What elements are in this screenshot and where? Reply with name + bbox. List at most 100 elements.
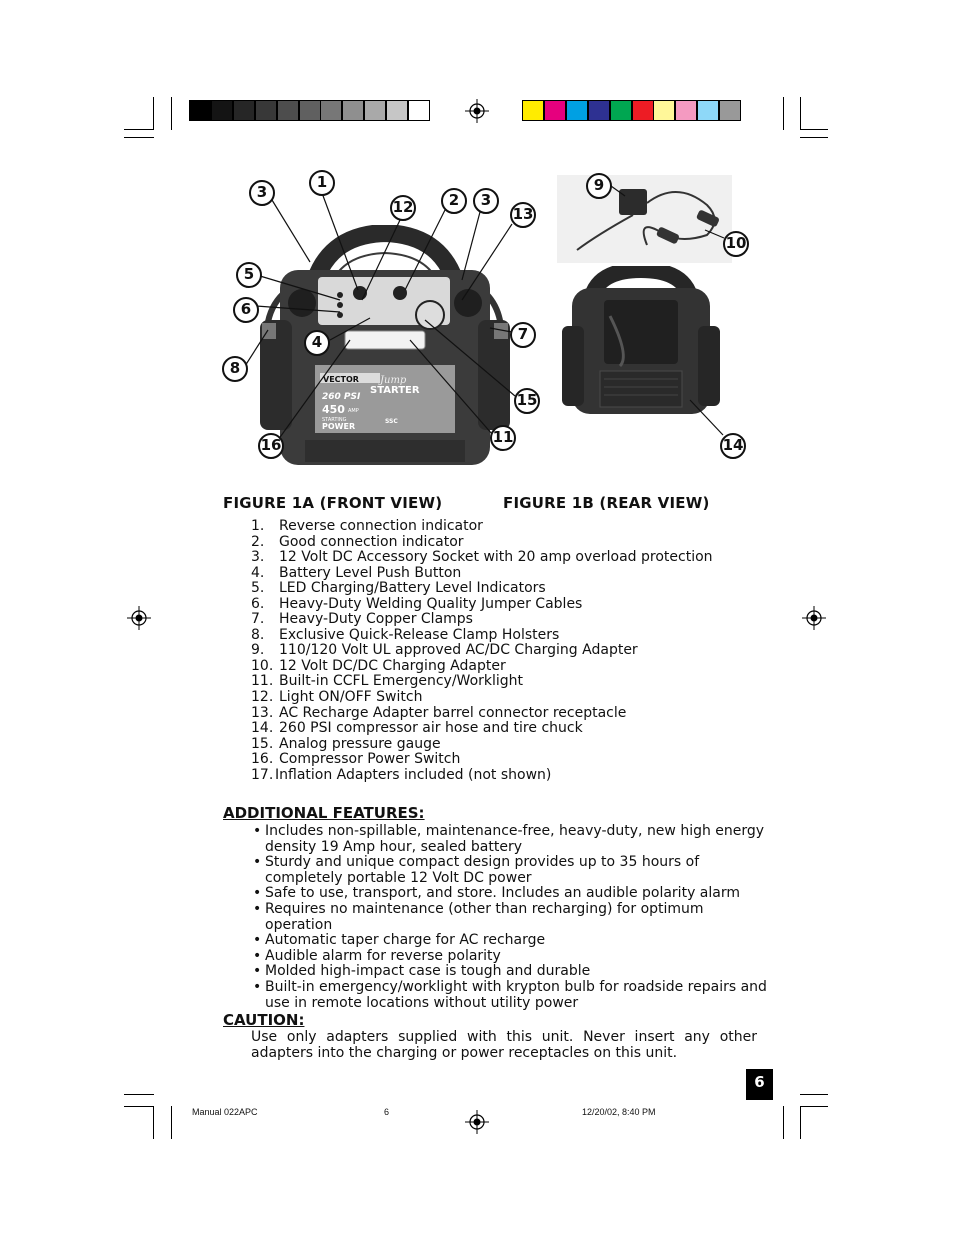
feature-item: Sturdy and unique compact design provide… — [251, 854, 771, 886]
page-number: 6 — [746, 1069, 773, 1100]
list-item: 11. Built-in CCFL Emergency/Worklight — [251, 674, 713, 690]
label-power: POWER — [322, 422, 355, 431]
list-item-text: 12 Volt DC/DC Charging Adapter — [279, 657, 506, 674]
label-amp: 450 — [322, 403, 345, 416]
list-item-text: Light ON/OFF Switch — [279, 689, 423, 706]
crop-mark — [124, 1106, 154, 1107]
list-item: 6. Heavy-Duty Welding Quality Jumper Cabl… — [251, 595, 713, 613]
list-item-text: Battery Level Push Button — [279, 564, 462, 581]
gray-swatch — [342, 100, 365, 121]
process-color-swatch — [653, 100, 676, 121]
callout-4: 4 — [304, 330, 330, 356]
list-item: 17.Inflation Adapters included (not show… — [251, 767, 713, 784]
gray-swatch — [210, 100, 233, 121]
feature-item: Audible alarm for reverse polarity — [251, 948, 771, 965]
process-color-swatch — [631, 100, 654, 121]
list-item: 1. Reverse connection indicator — [251, 518, 713, 535]
callout-15: 15 — [514, 388, 540, 414]
front-view-jump-starter-image: VECTOR Jump STARTER 260 PSI 450 AMP STAR… — [260, 225, 510, 465]
crop-mark — [153, 1106, 154, 1139]
crop-mark — [800, 1106, 828, 1107]
list-item: 10. 12 Volt DC/DC Charging Adapter — [251, 657, 713, 675]
crop-mark — [783, 1106, 784, 1139]
list-item: 9.110/120 Volt UL approved AC/DC Chargin… — [251, 643, 713, 659]
callout-2: 2 — [441, 188, 467, 214]
caution-heading: CAUTION: — [223, 1011, 305, 1029]
list-item-text: Heavy-Duty Welding Quality Jumper Cables — [279, 595, 583, 612]
list-item-number: 7. — [251, 611, 265, 628]
crop-mark — [124, 1094, 154, 1095]
list-item: 8. Exclusive Quick-Release Clamp Holsters — [251, 626, 713, 644]
callout-11: 11 — [490, 425, 516, 451]
crop-mark — [171, 1106, 172, 1139]
gray-swatch — [189, 100, 211, 121]
list-item-number: 8. — [251, 626, 265, 643]
registration-mark-icon — [127, 606, 151, 630]
rear-view-jump-starter-image — [562, 266, 720, 414]
list-item-text: 12 Volt DC Accessory Socket with 20 amp … — [279, 549, 713, 566]
gray-swatch — [298, 100, 321, 121]
callout-3-right: 3 — [473, 188, 499, 214]
list-item-text: Compressor Power Switch — [279, 751, 461, 768]
list-item-text: Reverse connection indicator — [279, 518, 483, 534]
gray-swatch — [386, 100, 409, 121]
list-item-number: 2. — [251, 533, 265, 550]
additional-features-heading: ADDITIONAL FEATURES: — [223, 804, 425, 822]
list-item: 2.Good connection indicator — [251, 533, 713, 551]
callout-7: 7 — [510, 322, 536, 348]
gray-swatch — [364, 100, 387, 121]
process-color-swatch — [543, 100, 566, 121]
list-item-text: 260 PSI compressor air hose and tire chu… — [279, 720, 583, 737]
crop-mark — [800, 137, 828, 138]
list-item: 4. Battery Level Push Button — [251, 564, 713, 582]
label-starting: STARTING — [322, 417, 347, 423]
feature-item: Safe to use, transport, and store. Inclu… — [251, 886, 771, 902]
list-item-number: 15. — [251, 735, 274, 752]
callout-10: 10 — [723, 231, 749, 257]
footer-file-name: Manual 022APC — [192, 1107, 258, 1117]
registration-mark-icon — [465, 1110, 489, 1134]
list-item-number: 6. — [251, 595, 265, 612]
process-color-swatch — [609, 100, 632, 121]
callout-leader-lines — [244, 185, 725, 441]
process-color-swatch — [522, 100, 544, 121]
callout-14: 14 — [720, 433, 746, 459]
list-item-text: AC Recharge Adapter barrel connector rec… — [279, 704, 627, 721]
footer-datetime: 12/20/02, 8:40 PM — [582, 1107, 656, 1117]
list-item-number: 13. — [251, 704, 274, 721]
list-item-number: 4. — [251, 564, 265, 581]
list-item-number: 10. — [251, 657, 274, 674]
process-color-swatch — [697, 100, 720, 121]
callout-13: 13 — [510, 202, 536, 228]
callout-3-left: 3 — [249, 180, 275, 206]
crop-mark — [124, 137, 154, 138]
label-ssc: SSC — [385, 418, 398, 425]
gray-swatch — [276, 100, 299, 121]
list-item-text: Analog pressure gauge — [279, 735, 441, 752]
callout-5: 5 — [236, 262, 262, 288]
feature-item: Automatic taper charge for AC recharge — [251, 933, 771, 949]
feature-item: Built-in emergency/worklight with krypto… — [251, 979, 771, 1011]
callout-8: 8 — [222, 356, 248, 382]
feature-item: Requires no maintenance (other than rech… — [251, 901, 771, 933]
callout-1: 1 — [309, 170, 335, 196]
list-item: 16.Compressor Power Switch — [251, 751, 713, 768]
list-item: 12.Light ON/OFF Switch — [251, 689, 713, 706]
feature-item: Includes non-spillable, maintenance-free… — [251, 823, 771, 855]
figure-1a-title: FIGURE 1A (FRONT VIEW) — [223, 494, 443, 512]
callout-16: 16 — [258, 433, 284, 459]
crop-mark — [783, 97, 784, 130]
list-item-number: 5. — [251, 580, 265, 597]
list-item-text: Exclusive Quick-Release Clamp Holsters — [279, 626, 560, 643]
list-item-text: Built-in CCFL Emergency/Worklight — [279, 673, 524, 690]
label-jump: Jump — [378, 375, 407, 386]
crop-mark — [171, 97, 172, 130]
registration-mark-icon — [802, 606, 826, 630]
crop-mark — [153, 97, 154, 130]
list-item-number: 1. — [251, 518, 265, 534]
list-item-number: 11. — [251, 673, 274, 690]
registration-mark-icon — [465, 99, 489, 123]
label-starter: STARTER — [370, 385, 420, 396]
callout-9: 9 — [586, 173, 612, 199]
footer-page: 6 — [384, 1107, 390, 1117]
